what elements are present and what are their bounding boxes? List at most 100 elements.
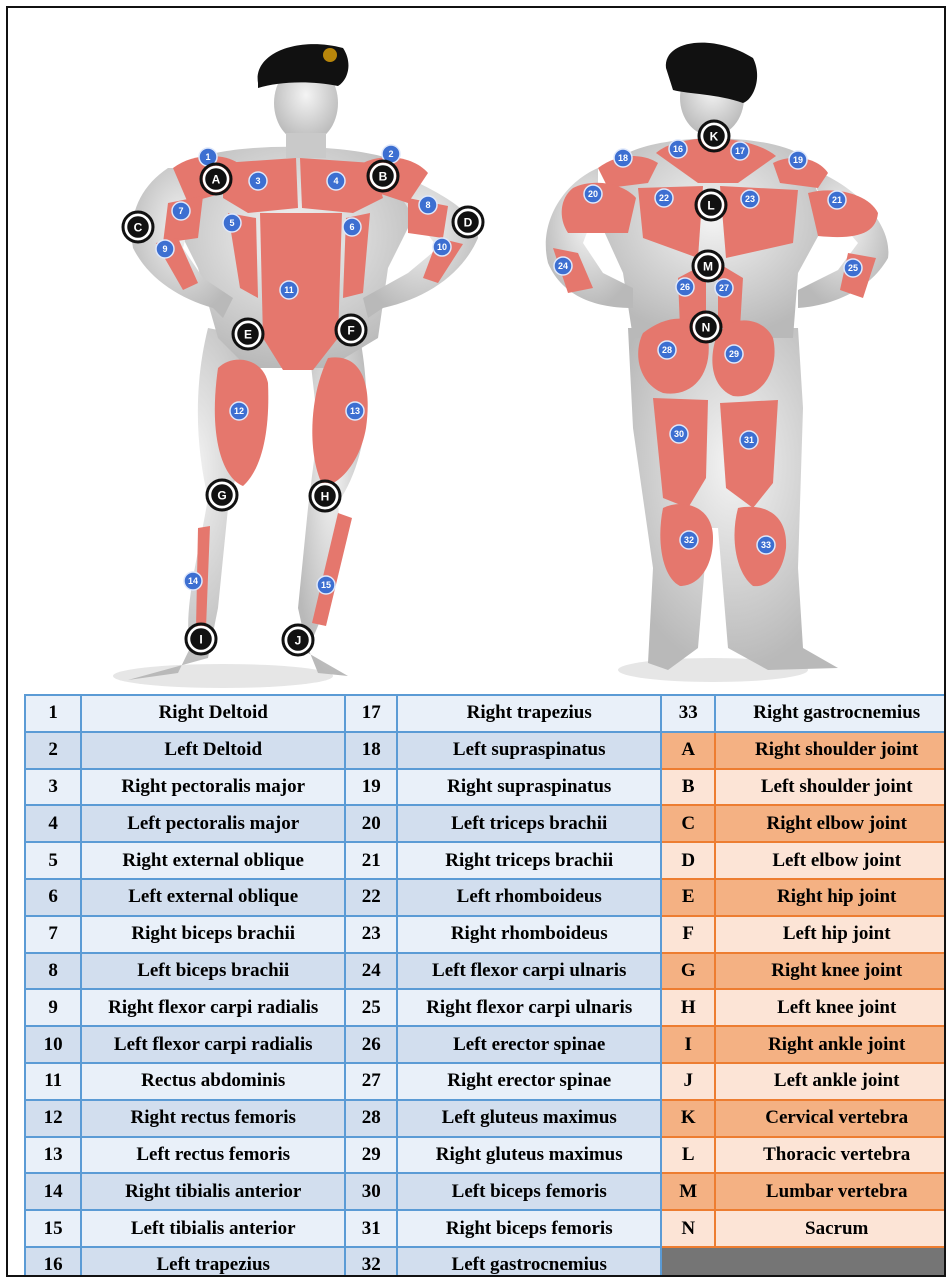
marker-letter-J: J <box>283 625 313 655</box>
legend-muscle-name: Left flexor carpi radialis <box>81 1026 345 1063</box>
marker-number-12: 12 <box>230 402 248 420</box>
legend-number: 31 <box>345 1210 397 1247</box>
legend-muscle-name: Rectus abdominis <box>81 1063 345 1100</box>
back-beret <box>666 43 757 103</box>
marker-number-25-label: 25 <box>848 263 858 273</box>
legend-number: 3 <box>25 769 81 806</box>
legend-muscle-name: Left rectus femoris <box>81 1137 345 1174</box>
legend-number: 27 <box>345 1063 397 1100</box>
marker-number-13-label: 13 <box>350 406 360 416</box>
legend-muscle-name: Left external oblique <box>81 879 345 916</box>
legend-muscle-name: Right biceps femoris <box>397 1210 661 1247</box>
legend-number: 1 <box>25 695 81 732</box>
anatomy-figures: 1234567891011121314151617181920212223242… <box>8 8 946 698</box>
legend-joint-name: Right gastrocnemius <box>715 695 946 732</box>
legend-number: 15 <box>25 1210 81 1247</box>
legend-number: 19 <box>345 769 397 806</box>
legend-row: 3Right pectoralis major19Right supraspin… <box>25 769 946 806</box>
marker-number-24-label: 24 <box>558 261 568 271</box>
legend-number: 16 <box>25 1247 81 1277</box>
legend-number: 30 <box>345 1173 397 1210</box>
legend-key: C <box>661 805 715 842</box>
marker-letter-N-label: N <box>702 320 711 334</box>
marker-letter-I: I <box>186 624 216 654</box>
marker-number-3: 3 <box>249 172 267 190</box>
marker-number-16: 16 <box>669 140 687 158</box>
legend-muscle-name: Right external oblique <box>81 842 345 879</box>
legend-number: 12 <box>25 1100 81 1137</box>
legend-number: 9 <box>25 989 81 1026</box>
legend-key: N <box>661 1210 715 1247</box>
beret-badge <box>323 48 337 62</box>
marker-number-30-label: 30 <box>674 429 684 439</box>
marker-number-22-label: 22 <box>659 193 669 203</box>
legend-key: D <box>661 842 715 879</box>
marker-number-20-label: 20 <box>588 189 598 199</box>
legend-muscle-name: Left rhomboideus <box>397 879 661 916</box>
marker-number-2-label: 2 <box>388 149 393 159</box>
marker-number-19-label: 19 <box>793 155 803 165</box>
legend-row: 9Right flexor carpi radialis25Right flex… <box>25 989 946 1026</box>
legend-joint-name: Right hip joint <box>715 879 946 916</box>
marker-letter-B: B <box>368 161 398 191</box>
legend-muscle-name: Right pectoralis major <box>81 769 345 806</box>
marker-number-28-label: 28 <box>662 345 672 355</box>
legend-muscle-name: Left trapezius <box>81 1247 345 1277</box>
marker-number-26-label: 26 <box>680 282 690 292</box>
legend-row: 10Left flexor carpi radialis26Left erect… <box>25 1026 946 1063</box>
legend-number: 32 <box>345 1247 397 1277</box>
marker-letter-K-label: K <box>710 129 719 143</box>
marker-number-22: 22 <box>655 189 673 207</box>
marker-letter-F-label: F <box>347 323 354 337</box>
legend-empty-cell <box>661 1247 946 1277</box>
marker-letter-C: C <box>123 212 153 242</box>
legend-muscle-name: Right triceps brachii <box>397 842 661 879</box>
legend-joint-name: Right ankle joint <box>715 1026 946 1063</box>
marker-letter-K: K <box>699 121 729 151</box>
marker-number-27-label: 27 <box>719 283 729 293</box>
legend-number: 17 <box>345 695 397 732</box>
legend-number: 11 <box>25 1063 81 1100</box>
legend-number: 18 <box>345 732 397 769</box>
legend-number: 23 <box>345 916 397 953</box>
legend-joint-name: Left hip joint <box>715 916 946 953</box>
legend-joint-name: Left ankle joint <box>715 1063 946 1100</box>
marker-number-21: 21 <box>828 191 846 209</box>
marker-number-16-label: 16 <box>673 144 683 154</box>
marker-number-5-label: 5 <box>229 218 234 228</box>
marker-letter-A: A <box>201 164 231 194</box>
marker-letter-F: F <box>336 315 366 345</box>
marker-number-31: 31 <box>740 431 758 449</box>
marker-letter-N: N <box>691 312 721 342</box>
legend-joint-name: Left knee joint <box>715 989 946 1026</box>
legend-joint-name: Cervical vertebra <box>715 1100 946 1137</box>
legend-muscle-name: Right trapezius <box>397 695 661 732</box>
legend-key: G <box>661 953 715 990</box>
legend-muscle-name: Left biceps brachii <box>81 953 345 990</box>
marker-number-8-label: 8 <box>425 200 430 210</box>
marker-letter-L: L <box>696 190 726 220</box>
marker-number-32: 32 <box>680 531 698 549</box>
legend-joint-name: Left shoulder joint <box>715 769 946 806</box>
legend-muscle-name: Left tibialis anterior <box>81 1210 345 1247</box>
marker-letter-C-label: C <box>134 220 143 234</box>
marker-number-10: 10 <box>433 238 451 256</box>
front-neck <box>286 133 326 158</box>
front-rectus-abdominis <box>260 213 342 370</box>
legend-muscle-name: Left triceps brachii <box>397 805 661 842</box>
marker-number-18-label: 18 <box>618 153 628 163</box>
marker-number-5: 5 <box>223 214 241 232</box>
marker-number-12-label: 12 <box>234 406 244 416</box>
marker-letter-I-label: I <box>199 632 202 646</box>
legend-joint-name: Right elbow joint <box>715 805 946 842</box>
legend-number: 24 <box>345 953 397 990</box>
legend-joint-name: Right shoulder joint <box>715 732 946 769</box>
marker-number-10-label: 10 <box>437 242 447 252</box>
marker-letter-G-label: G <box>217 488 226 502</box>
legend-number: 25 <box>345 989 397 1026</box>
legend-key: M <box>661 1173 715 1210</box>
legend-key: J <box>661 1063 715 1100</box>
legend-muscle-name: Left supraspinatus <box>397 732 661 769</box>
